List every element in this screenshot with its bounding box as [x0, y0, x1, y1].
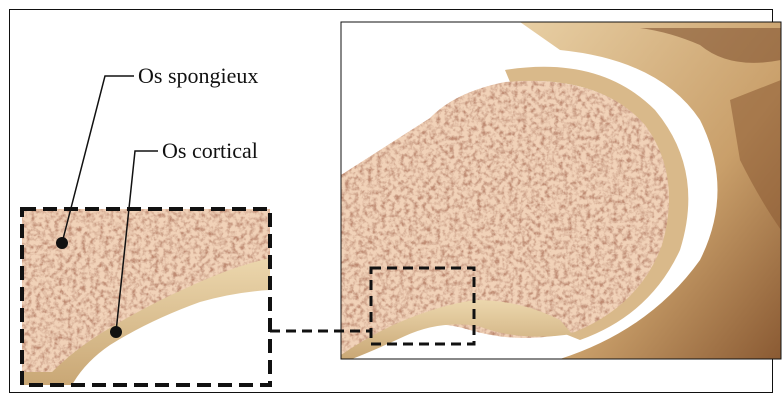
femoral-head-section — [341, 22, 781, 359]
label-os-cortical: Os cortical — [162, 138, 258, 163]
spongy-marker-dot — [56, 237, 68, 249]
label-os-spongieux: Os spongieux — [138, 63, 258, 88]
cortical-marker-dot — [110, 326, 122, 338]
zoom-detail — [22, 209, 270, 385]
